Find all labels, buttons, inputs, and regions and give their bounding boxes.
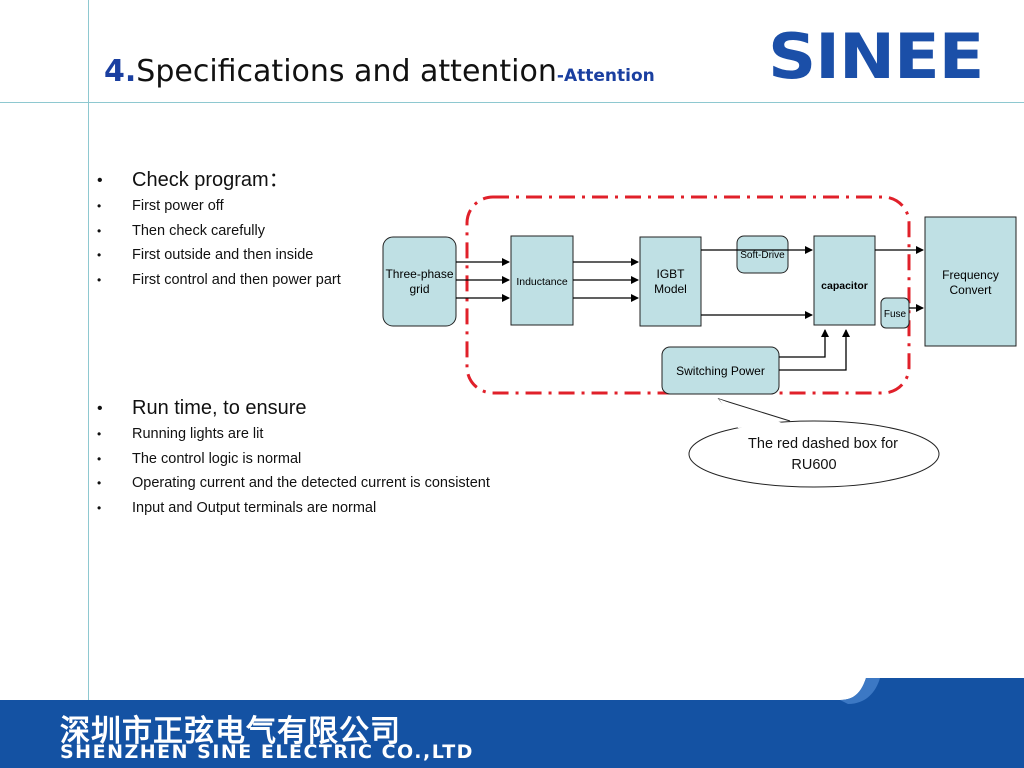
frequency-convert-block [924,216,1017,347]
frequency-label-2: Convert [949,283,992,297]
list-item: First outside and then inside [95,243,341,268]
page-title: 4.Specifications and attention-Attention [104,54,655,89]
igbt-label-2: Model [654,282,687,296]
inductance-block [510,235,574,326]
footer-company-chinese: 深圳市正弦电气有限公司 [60,714,401,749]
callout-pointer-fill [719,399,790,428]
soft-drive-label: Soft-Drive [740,250,785,261]
grid-label-1: Three-phase [385,267,453,281]
header-divider [0,102,1024,103]
sinee-logo: SINEE [768,20,984,93]
list-item: The control logic is normal [95,447,490,472]
list-item: First power off [95,194,341,219]
run-time-heading: Run time, to ensure [95,394,490,423]
footer-company-english: SHENZHEN SINE ELECTRIC CO.,LTD [60,741,474,763]
list-item: Running lights are lit [95,422,490,447]
switching-power-label: Switching Power [676,364,765,378]
run-time-list: Run time, to ensure Running lights are l… [95,394,490,520]
switching-power-to-capacitor-arrow [779,329,829,358]
list-item: First control and then power part [95,268,341,293]
three-phase-grid-block [382,236,457,327]
title-number: 4. [104,54,137,89]
list-item: Then check carefully [95,219,341,244]
frequency-label-1: Frequency [942,268,999,282]
ru600-dashed-boundary [465,195,911,395]
capacitor-block [813,235,876,326]
grid-label-2: grid [409,282,429,296]
inductance-label: Inductance [516,276,568,288]
check-program-list: Check program： First power off Then chec… [95,166,341,292]
switching-power-to-capacitor-arrow [779,329,850,371]
title-main: Specifications and attention [136,54,557,89]
igbt-label-1: IGBT [656,267,685,281]
igbt-block [639,236,702,327]
title-subtitle: -Attention [556,66,655,86]
list-item: Operating current and the detected curre… [95,471,490,496]
list-item: Input and Output terminals are normal [95,496,490,521]
fuse-label: Fuse [884,309,907,320]
check-program-heading: Check program： [95,166,341,195]
capacitor-label: capacitor [821,280,868,292]
callout-bubble [688,420,940,488]
callout-text-1: The red dashed box for [748,436,898,452]
fuse-block [880,297,910,329]
callout-text-2: RU600 [791,457,836,473]
vertical-guide-line [88,0,89,700]
soft-drive-block [736,235,789,274]
